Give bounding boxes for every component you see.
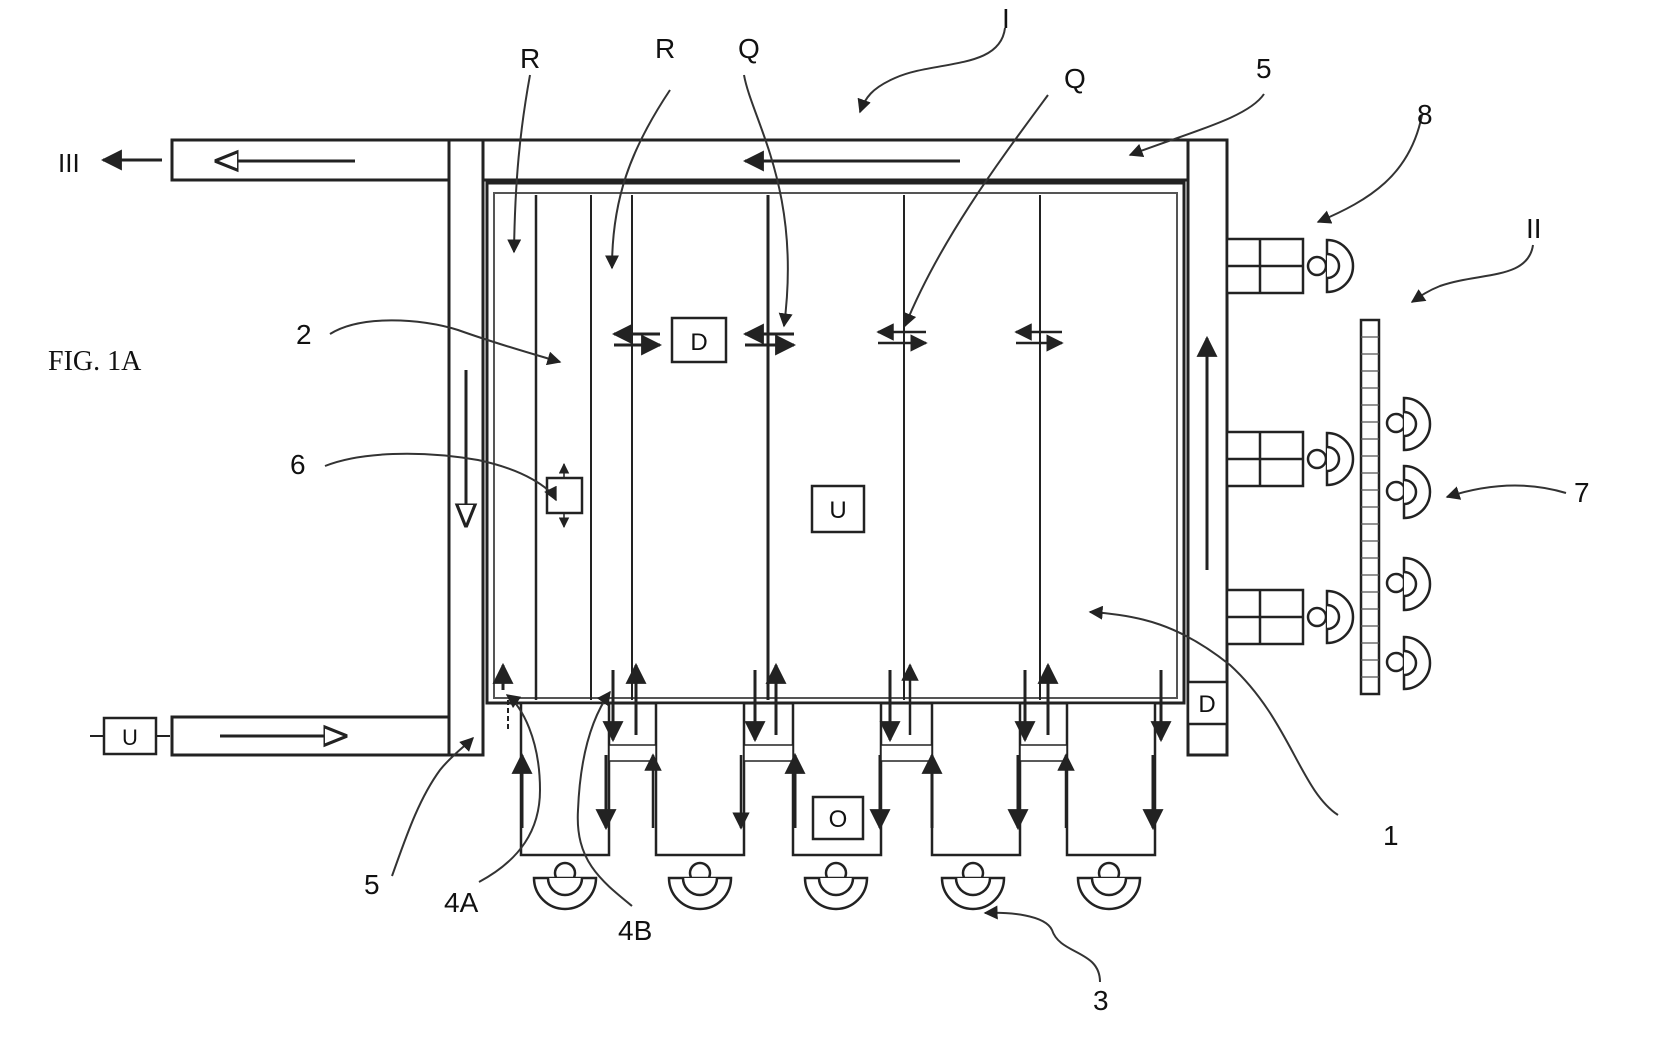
left-conveyor [449,140,483,755]
label-5-top: 5 [1256,53,1272,84]
right-conveyor [1188,140,1227,755]
label-7: 7 [1574,477,1590,508]
storage-inner [494,193,1177,698]
side-stations [1227,239,1353,644]
label-6: 6 [290,449,306,480]
box-O-label: O [829,806,848,833]
area-II-strip [1361,320,1379,694]
label-II: II [1526,213,1542,244]
operators-bottom [534,863,1140,909]
label-2: 2 [296,319,312,350]
label-I: I [1002,3,1010,34]
label-8: 8 [1417,99,1433,130]
inlet-conveyor: U [90,717,449,755]
figure-label: FIG. 1A [48,346,142,377]
label-1: 1 [1383,820,1399,851]
label-III: III [58,148,80,178]
operators-7 [1387,398,1430,689]
top-conveyor [172,140,1227,180]
inlet-unit-label: U [122,725,138,750]
label-R-2: R [655,33,675,64]
label-5-bottom: 5 [364,869,380,900]
box-U-storage-label: U [829,497,846,524]
box-D-storage-label: D [690,329,707,356]
label-Q-2: Q [1064,63,1086,94]
label-4B: 4B [618,915,652,946]
label-R-1: R [520,43,540,74]
box-D-right-label: D [1198,691,1215,718]
label-Q-1: Q [738,33,760,64]
label-3: 3 [1093,985,1109,1016]
label-4A: 4A [444,887,479,918]
